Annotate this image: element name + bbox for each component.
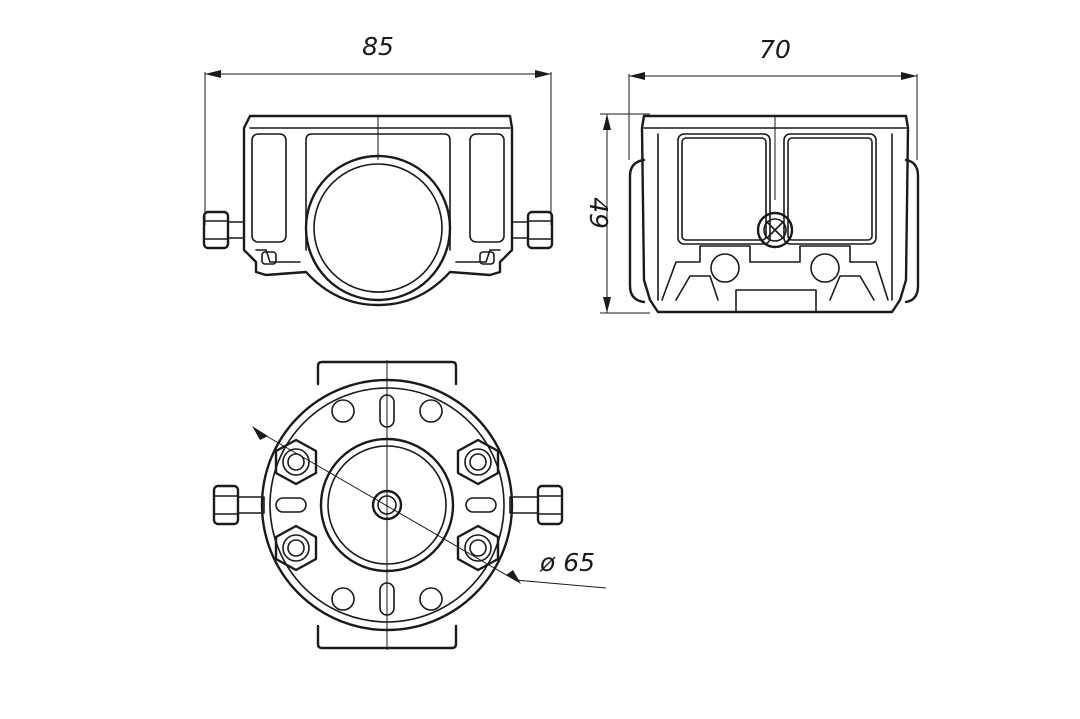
dimension-width-front: 85	[204, 32, 552, 225]
dimension-label-49: 49	[584, 197, 613, 229]
top-view: ø 65	[212, 360, 607, 650]
hex-nut-top-left	[274, 438, 318, 486]
dimension-label-85: 85	[362, 32, 394, 61]
hex-nut-bottom-left	[274, 524, 318, 572]
side-view: 70 49	[584, 35, 920, 314]
dimension-height: 49	[584, 113, 650, 314]
dimension-label-70: 70	[759, 35, 791, 64]
hex-nut-bottom-right	[456, 524, 500, 572]
hex-nut-top-right	[456, 438, 500, 486]
dimension-label-diameter: ø 65	[539, 548, 595, 577]
front-view: 85	[202, 32, 554, 307]
dimension-width-side: 70	[628, 35, 918, 160]
